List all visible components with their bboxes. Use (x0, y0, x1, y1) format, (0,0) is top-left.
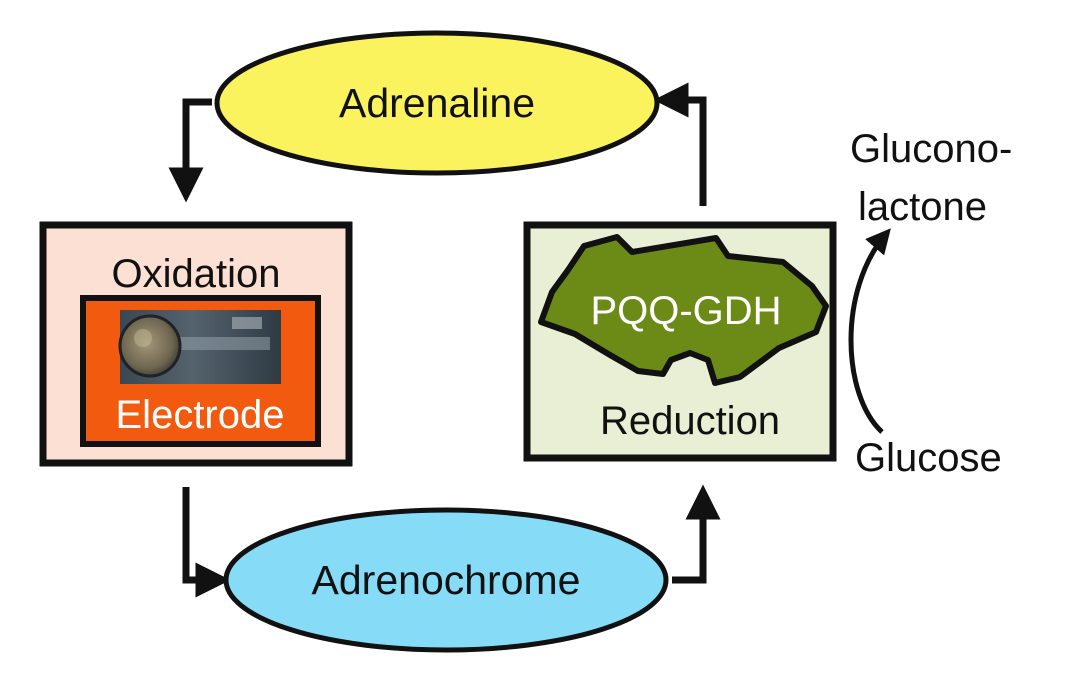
edge-adrenochrome-to-reduction (672, 484, 721, 584)
adrenochrome-label: Adrenochrome (312, 557, 581, 603)
enzyme-node: PQQ-GDH (538, 234, 829, 386)
electrode-block: Electrode (80, 295, 321, 447)
reduction-box: PQQ-GDH Reduction (523, 221, 837, 462)
edge-glucose-to-gluconolactone (848, 228, 891, 434)
edge-oxidation-to-adrenochrome (182, 487, 231, 598)
adrenochrome-node: Adrenochrome (223, 507, 669, 653)
electrode-label: Electrode (116, 393, 285, 437)
adrenochrome-ellipse (223, 507, 669, 653)
product-label-line2: lactone (858, 185, 987, 229)
enzyme-blob-shape (538, 234, 829, 386)
oxidation-label: Oxidation (112, 252, 281, 296)
adrenaline-label: Adrenaline (339, 80, 535, 126)
product-label-line1: Glucono- (850, 127, 1012, 171)
adrenaline-node: Adrenaline (214, 30, 660, 176)
reduction-label: Reduction (600, 399, 780, 443)
substrate-label: Glucose (855, 436, 1002, 480)
oxidation-box: Oxidation Electrode (39, 221, 353, 467)
edge-reduction-to-adrenaline (653, 82, 707, 206)
edge-adrenaline-to-oxidation (168, 98, 212, 203)
adrenaline-ellipse (214, 30, 660, 176)
enzyme-label: PQQ-GDH (590, 289, 781, 333)
electrode-photo (118, 310, 281, 384)
